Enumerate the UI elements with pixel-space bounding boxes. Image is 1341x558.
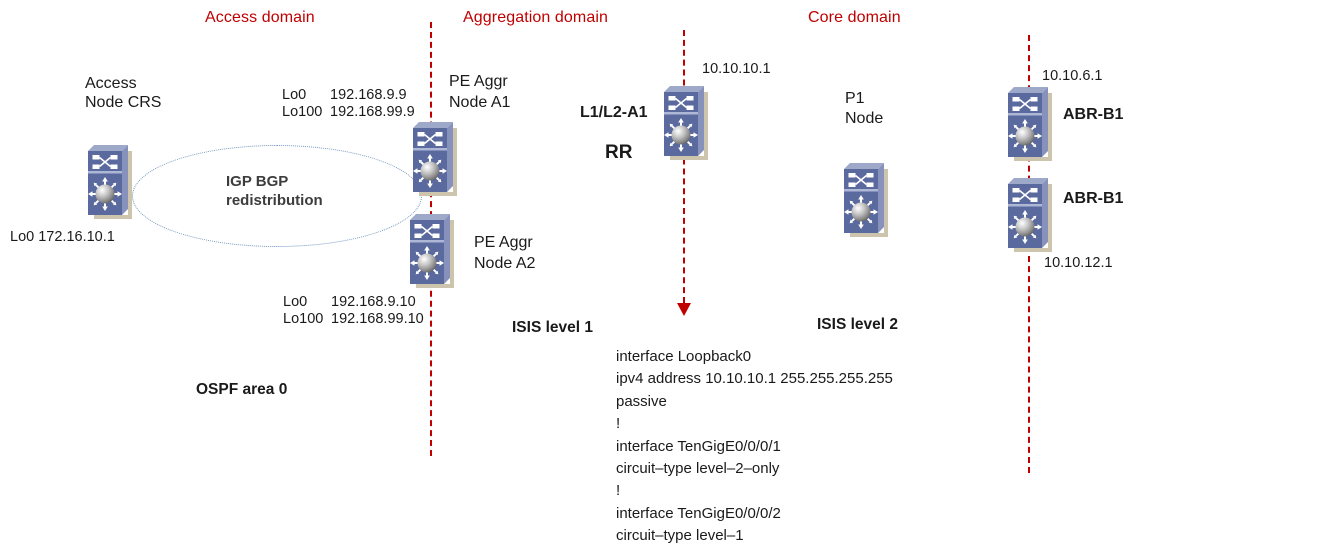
config-line: passive [616,392,667,410]
pe-aggr-node-a2-label: PE Aggr Node A2 [474,232,535,274]
pe-aggr-node-a1-label: PE Aggr Node A1 [449,71,510,113]
pe-aggr-a2-line1: PE Aggr [474,234,533,251]
loopback-name: Lo100 [283,311,324,327]
config-line: interface TenGigE0/0/0/2 [616,504,781,522]
p1-node-icon [843,162,888,237]
config-line: circuit–type level–1 [616,527,744,545]
pe-aggr-node-a1-icon [412,121,457,196]
pe-aggr-a2-loopbacks: Lo0 192.168.9.10 Lo100 192.168.99.10 [283,294,424,328]
loopback-ip: 192.168.9.10 [331,294,416,310]
loopback-row: Lo100 192.168.99.9 [282,104,415,121]
loopback-ip: 192.168.99.10 [331,311,424,327]
loopback-name: Lo100 [282,104,323,120]
abr-b1-bottom-icon [1007,177,1052,252]
loopback-ip: 192.168.99.9 [330,104,415,120]
igp-bgp-line1: IGP BGP [226,173,289,190]
config-line: ! [616,415,621,433]
pe-aggr-a1-loopbacks: Lo0 192.168.9.9 Lo100 192.168.99.9 [282,87,415,121]
config-line: interface Loopback0 [616,348,752,365]
access-node-crs-icon [87,144,132,219]
loopback-row: Lo0 192.168.9.10 [283,294,424,311]
pe-aggr-a2-line2: Node A2 [474,255,536,272]
isis-level1-label: ISIS level 1 [512,319,593,336]
access-node-line1: Access [85,75,137,92]
loopback-row: Lo0 192.168.9.9 [282,87,415,104]
down-arrowhead-icon [677,303,691,316]
config-line: ipv4 address 10.10.10.1 255.255.255.255 [616,370,893,388]
loopback-name: Lo0 [283,294,308,310]
l1-l2-a1-label: L1/L2-A1 [580,104,648,121]
aggregation-domain-label: Aggregation domain [463,9,609,26]
l1-l2-a1-node-icon [663,85,708,160]
redistribution-ellipse [132,145,422,247]
pe-aggr-a1-line2: Node A1 [449,94,511,111]
access-domain-label: Access domain [205,9,315,26]
abr-b1-top-label: ABR-B1 [1063,106,1124,123]
loopback-ip: 192.168.9.9 [330,87,407,103]
abr-b1-bottom-ip-label: 10.10.12.1 [1044,255,1113,271]
core-domain-label: Core domain [808,9,901,26]
core-boundary-line [1028,35,1030,473]
isis-level2-label: ISIS level 2 [817,316,898,333]
abr-b1-top-icon [1007,86,1052,161]
pe-aggr-a1-line1: PE Aggr [449,73,508,90]
abr-b1-top-ip-label: 10.10.6.1 [1042,68,1103,84]
aggregation-core-boundary-line [683,30,685,303]
loopback-row: Lo100 192.168.99.10 [283,311,424,328]
access-node-loopback-label: Lo0 172.16.10.1 [10,229,115,245]
l1-l2-a1-ip-label: 10.10.10.1 [702,61,771,77]
abr-b1-bottom-label: ABR-B1 [1063,190,1124,207]
igp-bgp-line2: redistribution [226,192,323,209]
p1-line1: P1 [845,90,865,107]
access-node-line2: Node CRS [85,94,162,111]
rr-label: RR [605,142,633,163]
config-line: circuit–type level–2–only [616,460,780,478]
ospf-area-label: OSPF area 0 [196,381,288,398]
p1-line2: Node [845,110,884,127]
isis-config-block: interface Loopback0 ipv4 address 10.10.1… [616,346,893,548]
config-line: ! [616,482,621,500]
config-line: interface TenGigE0/0/0/1 [616,437,781,455]
loopback-name: Lo0 [282,87,307,103]
p1-node-label: P1 Node [845,89,883,129]
igp-bgp-redistribution-label: IGP BGP redistribution [226,172,323,210]
pe-aggr-node-a2-icon [409,213,454,288]
access-node-crs-label: Access Node CRS [85,74,161,112]
